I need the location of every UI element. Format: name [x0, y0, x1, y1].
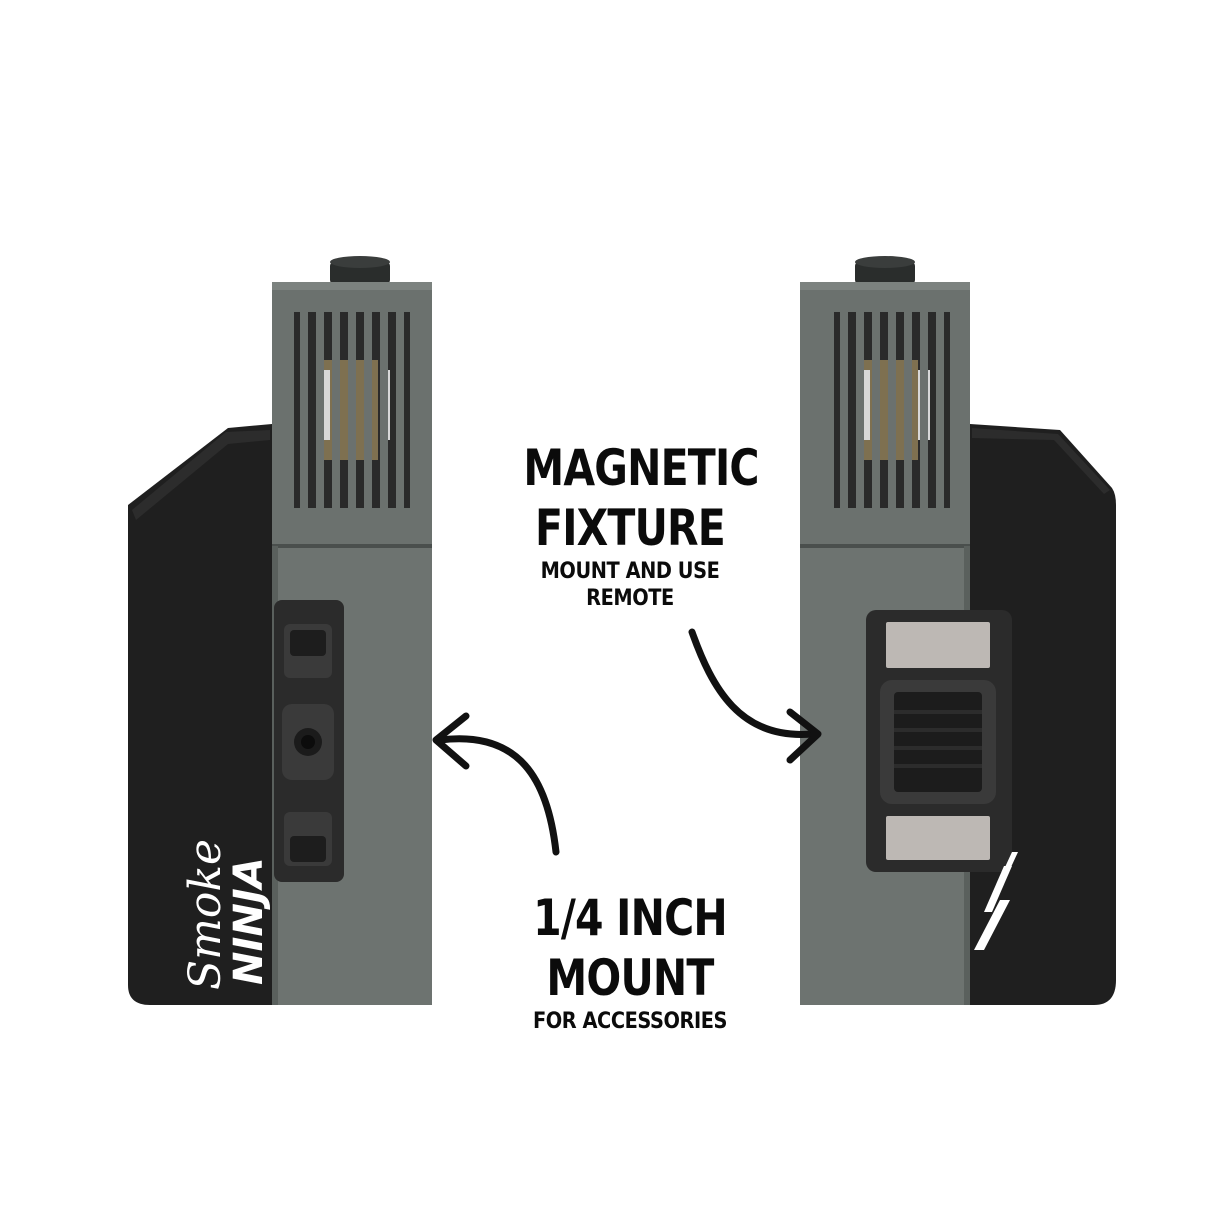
logo-script-text: Smoke: [180, 839, 231, 990]
ninja-mark-logo: [974, 852, 1018, 950]
mount-sub-line1: FOR ACCESSORIES: [532, 1009, 728, 1034]
quarter-inch-mount-callout: 1/4 INCH MOUNT FOR ACCESSORIES: [500, 888, 760, 1035]
magnetic-title-line1: MAGNETIC: [523, 439, 759, 497]
left-top-button: [330, 262, 390, 284]
right-top-button: [855, 262, 915, 284]
left-black-body: [128, 424, 272, 1005]
magnetic-sub-line2: REMOTE: [586, 586, 674, 611]
magnetic-title-line2: FIXTURE: [535, 499, 726, 557]
left-quarter-inch-mount: [274, 600, 344, 882]
magnetic-fixture-callout: MAGNETIC FIXTURE MOUNT AND USE REMOTE: [500, 438, 760, 612]
mount-title-line1: 1/4 INCH: [533, 889, 728, 947]
arrow-to-magnetic-fixture: [688, 628, 822, 764]
mount-title-line2: MOUNT: [546, 949, 714, 1007]
magnetic-fixture: [866, 610, 1012, 872]
right-vent-grille: [834, 312, 950, 508]
left-vent-grille: [294, 312, 410, 508]
magnetic-sub-line1: MOUNT AND USE: [540, 559, 720, 584]
logo-word-text: NINJA: [226, 857, 272, 985]
arrow-to-quarter-inch-mount: [432, 712, 560, 856]
